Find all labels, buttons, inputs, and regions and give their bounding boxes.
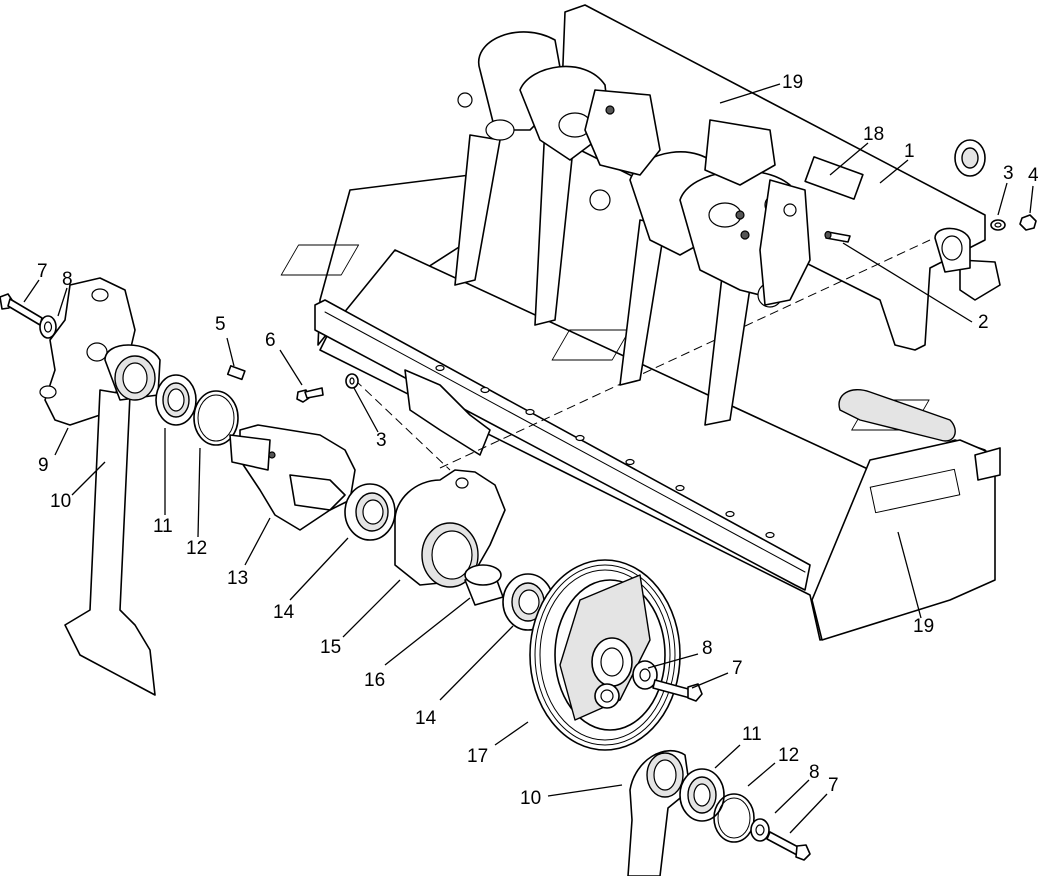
snap-ring-12-right bbox=[713, 793, 755, 843]
washer-8-left bbox=[39, 315, 57, 339]
housing-15 bbox=[394, 469, 506, 588]
callout-6: 6 bbox=[265, 330, 276, 351]
callout-3-mid: 3 bbox=[376, 430, 387, 451]
callout-11-right: 11 bbox=[742, 724, 762, 745]
washer-3-top bbox=[990, 219, 1006, 231]
washer-3-mid bbox=[345, 373, 359, 389]
mount-plate-9 bbox=[39, 277, 136, 426]
callout-14-lower: 14 bbox=[415, 708, 437, 729]
callout-9: 9 bbox=[38, 455, 49, 476]
callout-4: 4 bbox=[1028, 165, 1039, 186]
callout-3-top: 3 bbox=[1003, 163, 1014, 184]
snap-ring-12-left bbox=[193, 390, 239, 446]
bearing-11-right bbox=[679, 768, 725, 822]
callout-1: 1 bbox=[904, 141, 915, 162]
callout-19-bottom: 19 bbox=[913, 616, 934, 637]
callout-14-upper: 14 bbox=[273, 602, 295, 623]
shaft-13 bbox=[229, 424, 356, 531]
callout-10-right: 10 bbox=[520, 788, 541, 809]
callout-19-top: 19 bbox=[782, 72, 803, 93]
callout-13: 13 bbox=[227, 568, 248, 589]
arm-10-right bbox=[627, 749, 691, 876]
callout-16: 16 bbox=[364, 670, 385, 691]
arm-10-left bbox=[64, 344, 161, 696]
crossbar-holes bbox=[435, 364, 775, 539]
callout-7-right: 7 bbox=[828, 775, 839, 796]
callout-8-pulley: 8 bbox=[702, 638, 713, 659]
callout-10-left: 10 bbox=[50, 491, 71, 512]
leader-lines bbox=[23, 83, 1034, 834]
bearing-14-upper bbox=[344, 483, 396, 541]
pulley-17 bbox=[529, 559, 681, 751]
washer-8-right bbox=[750, 818, 770, 842]
callout-18: 18 bbox=[863, 124, 884, 145]
callout-15: 15 bbox=[320, 637, 341, 658]
bolt-7-right bbox=[766, 831, 811, 861]
washer-8-pulley bbox=[632, 660, 658, 690]
callout-12-right: 12 bbox=[778, 745, 799, 766]
bolt-7-left bbox=[0, 293, 43, 326]
callout-17: 17 bbox=[467, 746, 488, 767]
callout-8-left: 8 bbox=[62, 269, 73, 290]
callout-labels: 1 2 3 3 4 5 6 7 7 7 8 8 8 9 10 10 11 11 … bbox=[37, 72, 1039, 809]
sleeve-16 bbox=[464, 564, 504, 606]
callout-7-pulley: 7 bbox=[732, 658, 743, 679]
bolt-7-pulley bbox=[652, 679, 703, 702]
pin-2 bbox=[824, 230, 851, 243]
bearing-11-left bbox=[155, 374, 197, 426]
bolt-6 bbox=[296, 387, 324, 403]
lever-arms bbox=[454, 31, 811, 426]
callout-7-left: 7 bbox=[37, 261, 48, 282]
key-5 bbox=[226, 365, 246, 381]
nut-4 bbox=[1019, 214, 1037, 231]
decal-18 bbox=[804, 156, 864, 200]
callout-11-left: 11 bbox=[153, 516, 173, 537]
callout-12-left: 12 bbox=[186, 538, 207, 559]
callout-8-right: 8 bbox=[809, 762, 820, 783]
callout-5: 5 bbox=[215, 314, 226, 335]
bearing-14-lower bbox=[502, 573, 554, 631]
flange-bearing-right bbox=[934, 227, 971, 273]
bearing-top-right bbox=[954, 139, 986, 177]
alignment-line bbox=[439, 239, 931, 469]
callout-2: 2 bbox=[978, 312, 989, 333]
